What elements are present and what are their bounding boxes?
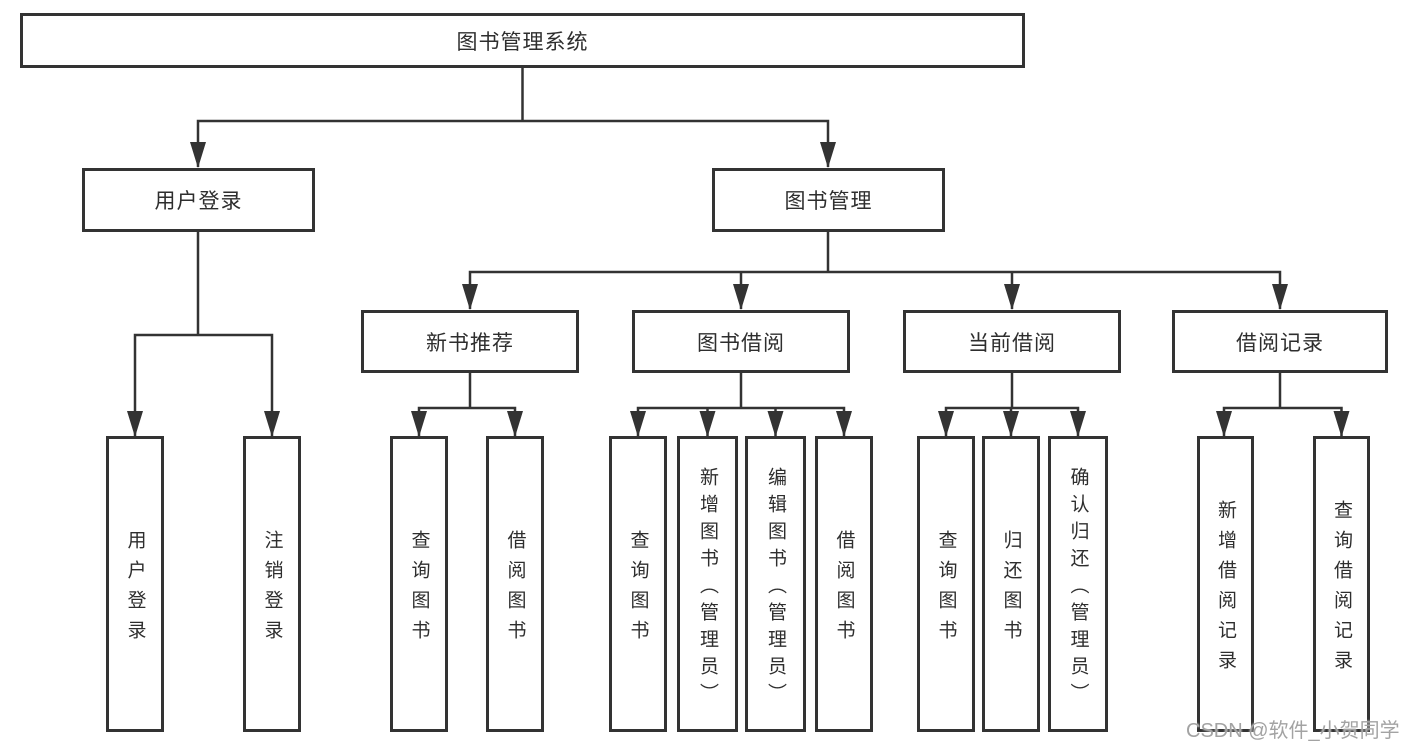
connector-userlogin-to-leaves [133,232,274,436]
node-book-borrowing-label: 图书借阅 [697,331,785,355]
leaf-user-login: 用户登录 [106,436,164,732]
leaf-logout-label: 注销登录 [261,529,283,650]
leaf-borrow-books-recommend-label: 借阅图书 [504,529,526,650]
leaf-add-borrow-record-label: 新增借阅记录 [1215,499,1236,680]
leaf-query-books-recommend-label: 查询图书 [408,529,430,650]
node-current-borrowing-label: 当前借阅 [968,331,1056,355]
node-book-management: 图书管理 [712,168,945,232]
watermark: CSDN @软件_小贺同学 [1186,720,1400,742]
node-root-label: 图书管理系统 [456,30,589,54]
leaf-query-borrow-record-label: 查询借阅记录 [1331,499,1352,680]
leaf-query-books-borrowing-label: 查询图书 [627,529,649,650]
leaf-return-book-label: 归还图书 [1000,529,1022,650]
node-root: 图书管理系统 [20,13,1025,68]
node-book-borrowing: 图书借阅 [632,310,850,373]
leaf-query-books-current-label: 查询图书 [935,529,957,650]
node-book-management-label: 图书管理 [784,190,873,213]
node-new-book-recommend: 新书推荐 [361,310,579,373]
node-user-login-label: 用户登录 [154,190,243,213]
node-current-borrowing: 当前借阅 [903,310,1121,373]
leaf-confirm-return-admin-label: 确认归还（管理员） [1067,466,1089,710]
leaf-user-login-label: 用户登录 [124,529,146,650]
connector-records-to-leaves [1222,373,1343,436]
leaf-query-borrow-record: 查询借阅记录 [1313,436,1370,732]
node-new-book-recommend-label: 新书推荐 [426,331,514,355]
arrowheads [127,142,1350,437]
node-borrowing-records: 借阅记录 [1172,310,1388,373]
connector-root-to-level2 [196,68,830,167]
leaf-query-books-current: 查询图书 [917,436,975,732]
leaf-query-books-borrowing: 查询图书 [609,436,667,732]
leaf-confirm-return-admin: 确认归还（管理员） [1048,436,1108,732]
leaf-borrow-books-borrowing-label: 借阅图书 [833,529,855,650]
node-borrowing-records-label: 借阅记录 [1236,331,1324,355]
leaf-add-book-admin-label: 新增图书（管理员） [697,466,718,710]
leaf-logout: 注销登录 [243,436,301,732]
leaf-edit-book-admin: 编辑图书（管理员） [745,436,806,732]
connector-bookmgmt-to-level3 [468,232,1282,309]
leaf-return-book: 归还图书 [982,436,1040,732]
leaf-edit-book-admin-label: 编辑图书（管理员） [765,466,786,710]
leaf-borrow-books-borrowing: 借阅图书 [815,436,873,732]
leaf-add-book-admin: 新增图书（管理员） [677,436,738,732]
node-user-login: 用户登录 [82,168,315,232]
leaf-add-borrow-record: 新增借阅记录 [1197,436,1254,732]
leaf-query-books-recommend: 查询图书 [390,436,448,732]
connector-borrowing-to-leaves [636,373,846,436]
leaf-borrow-books-recommend: 借阅图书 [486,436,544,732]
connector-newbook-to-leaves [417,373,517,436]
